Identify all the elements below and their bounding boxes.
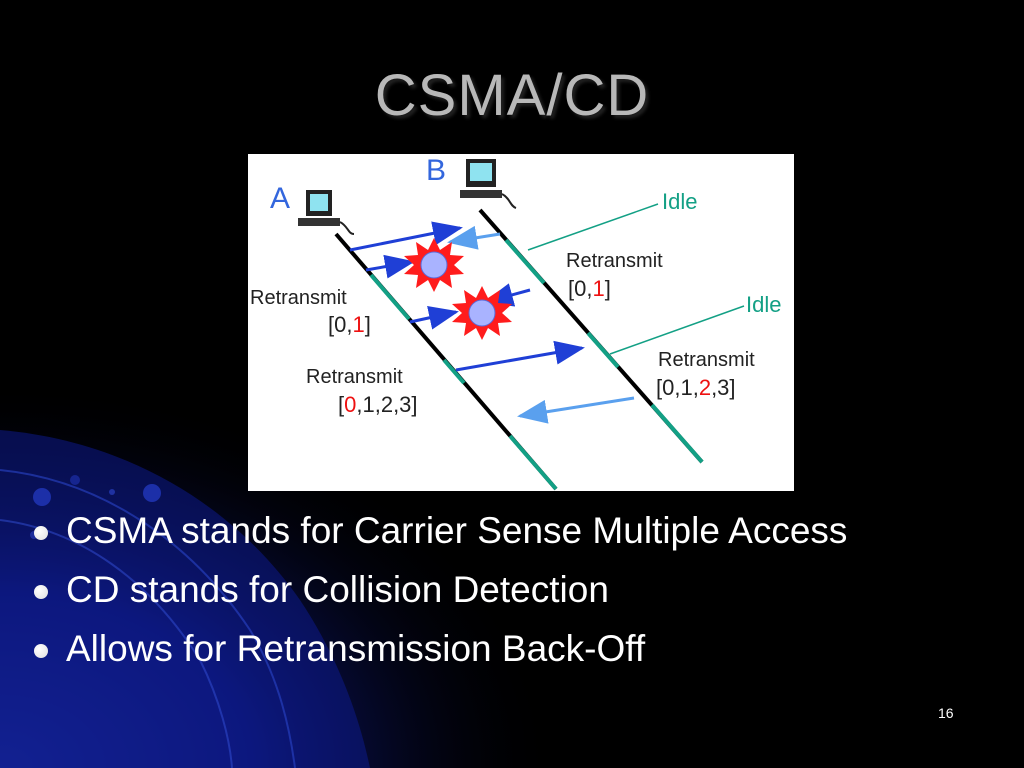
bullet-text: CSMA stands for Carrier Sense Multiple A… (66, 510, 848, 551)
page-number: 16 (938, 705, 954, 721)
computer-a-icon (298, 190, 355, 235)
retransmit-range-2: [0,1] (328, 312, 371, 337)
computer-b-icon (460, 159, 517, 209)
bullet-item: Allows for Retransmission Back-Off (34, 626, 934, 672)
csma-cd-diagram: A B Idle Idle (248, 154, 794, 491)
slide-title: CSMA/CD (374, 63, 650, 128)
retransmit-range-3: [0,1,2,3] (338, 392, 418, 417)
retransmit-range-4: [0,1,2,3] (656, 375, 736, 400)
retransmit-label-4: Retransmit (658, 349, 755, 371)
bullet-dot-icon (34, 644, 48, 658)
bullet-item: CD stands for Collision Detection (34, 567, 934, 613)
collision-burst-1 (404, 238, 464, 292)
station-b-label: B (426, 154, 446, 187)
bullet-list: CSMA stands for Carrier Sense Multiple A… (34, 508, 934, 685)
retransmit-label-2: Retransmit (250, 287, 347, 309)
retransmit-range-1: [0,1] (568, 276, 611, 301)
retransmit-label-1: Retransmit (566, 250, 663, 272)
station-a-label: A (270, 182, 290, 215)
bullet-text: Allows for Retransmission Back-Off (66, 628, 646, 669)
bullet-dot-icon (34, 526, 48, 540)
retransmit-label-3: Retransmit (306, 366, 403, 388)
idle-label-2: Idle (746, 292, 781, 317)
bullet-dot-icon (34, 585, 48, 599)
bullet-item: CSMA stands for Carrier Sense Multiple A… (34, 508, 934, 554)
collision-burst-2 (452, 286, 512, 340)
idle-label-1: Idle (662, 189, 697, 214)
bullet-text: CD stands for Collision Detection (66, 569, 609, 610)
